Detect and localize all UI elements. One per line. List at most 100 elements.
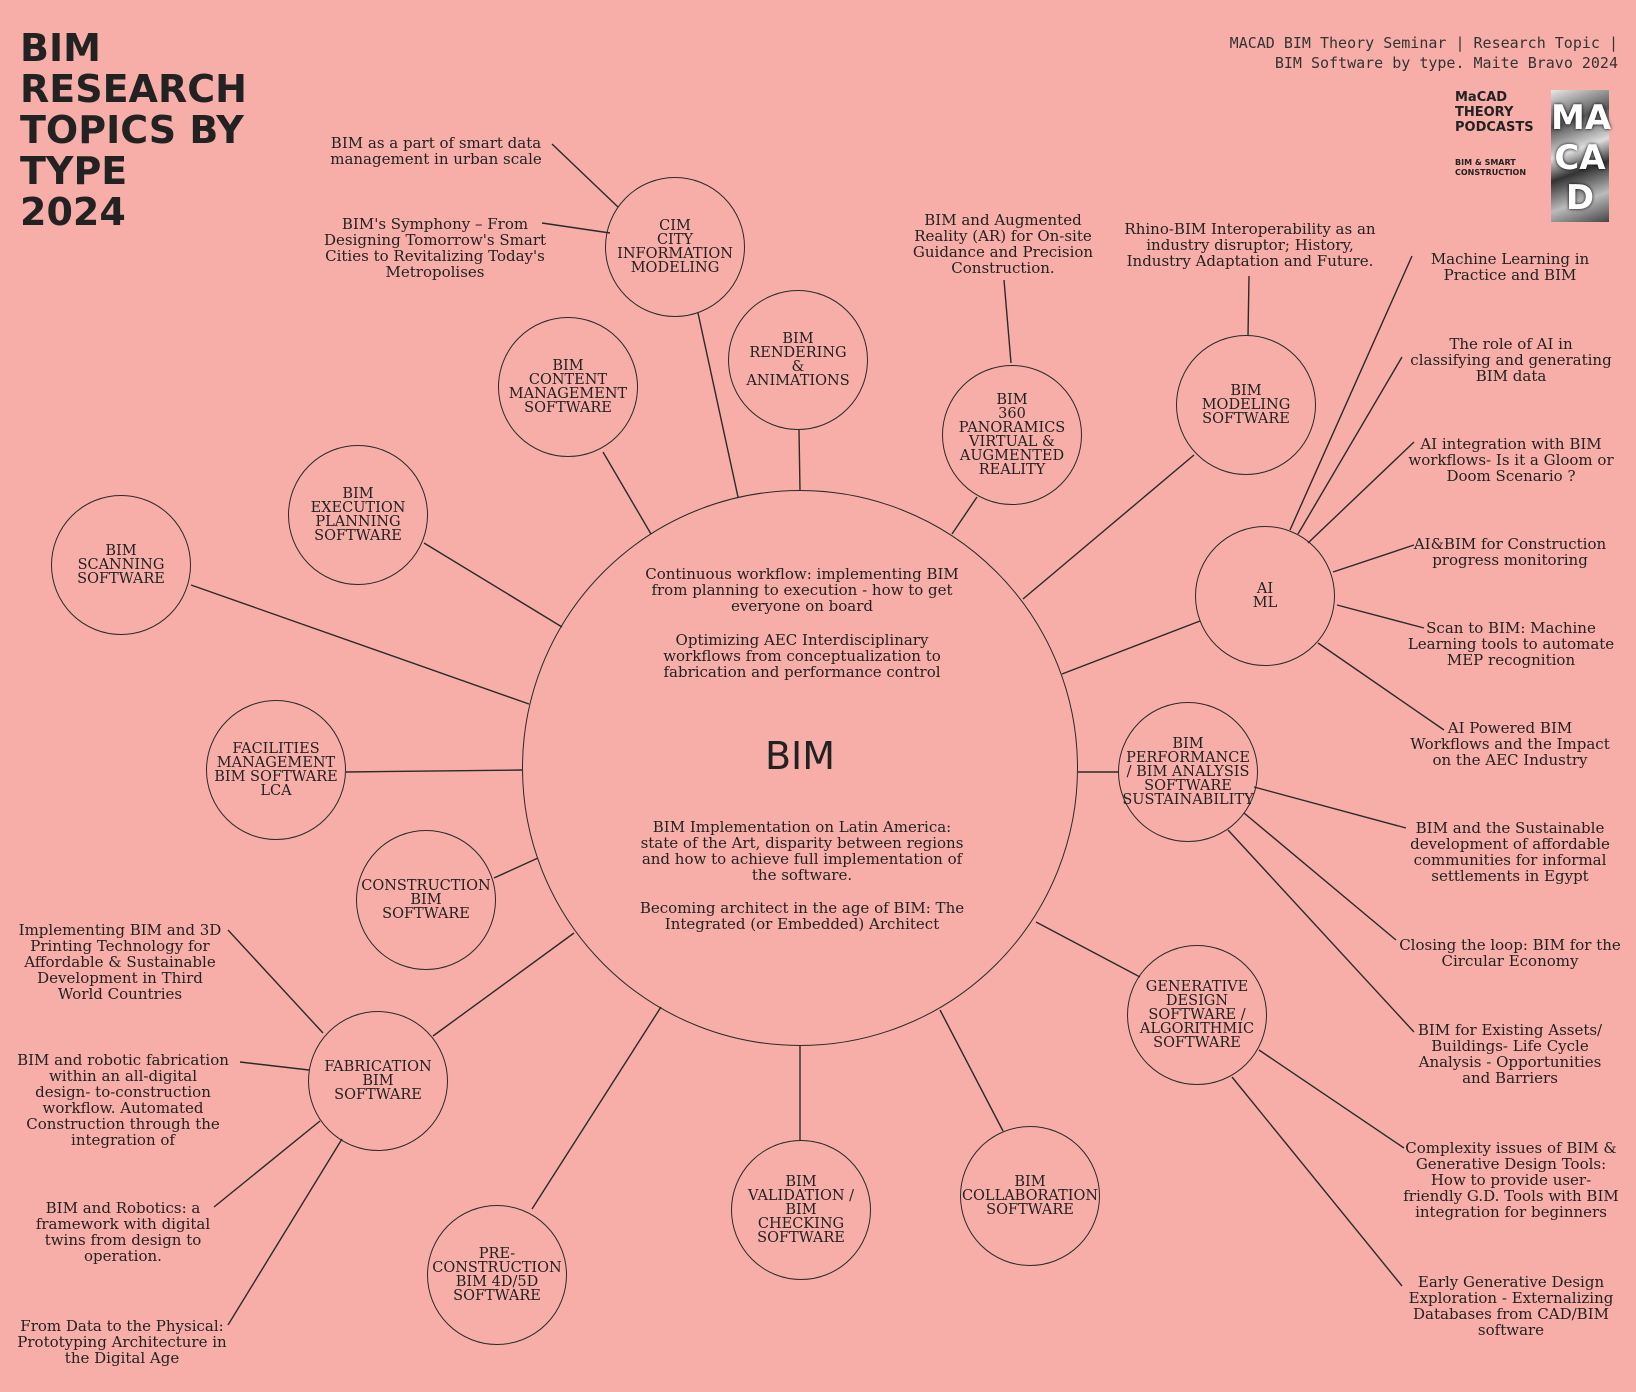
link-center-panoramics	[951, 496, 978, 535]
link-center-modeling	[1022, 454, 1195, 600]
topic-line: Learning tools to automate	[1407, 635, 1615, 653]
topic-line: workflows- Is it a Gloom or	[1408, 451, 1614, 469]
topic-line: How to provide user-	[1430, 1171, 1592, 1189]
link-center-aiml	[1061, 620, 1201, 675]
topic-generative-complexity: Complexity issues of BIM & Generative De…	[1396, 1140, 1626, 1220]
topic-ai-powered-workflows: AI Powered BIM Workflows and the Impact …	[1400, 720, 1620, 768]
center-title: BIM	[764, 734, 836, 778]
node-label-line: EXECUTION	[310, 500, 406, 516]
topic-line: Databases from CAD/BIM	[1413, 1305, 1609, 1323]
topic-line: twins from design to	[44, 1231, 202, 1249]
topic-line: workflows from conceptualization to	[663, 647, 941, 665]
link-performance-topic3	[1227, 829, 1415, 1033]
link-aiml-topic6	[1317, 642, 1445, 731]
node-generative-design: GENERATIVE DESIGN SOFTWARE / ALGORITHMIC…	[1127, 945, 1267, 1085]
node-label-line: BIM	[1014, 1174, 1046, 1190]
topic-line: Practice and BIM	[1443, 266, 1577, 284]
link-center-facilities	[345, 769, 523, 773]
topic-line: everyone on board	[730, 597, 874, 615]
node-preconstruction: PRE- CONSTRUCTION BIM 4D/5D SOFTWARE	[427, 1205, 567, 1345]
topic-cim-symphony: BIM's Symphony – From Designing Tomorrow…	[310, 216, 560, 280]
topic-line: Construction through the	[26, 1115, 220, 1133]
link-center-rendering	[798, 429, 801, 492]
node-label-line: SOFTWARE	[314, 528, 402, 544]
link-fabrication-topic4	[227, 1138, 343, 1326]
link-generative-topic1	[1258, 1049, 1405, 1149]
topic-line: management in urban scale	[330, 150, 542, 168]
node-label-line: FACILITIES	[232, 741, 320, 757]
link-generative-topic2	[1231, 1076, 1403, 1287]
topic-line: friendly G.D. Tools with BIM	[1403, 1187, 1619, 1205]
topic-line: Optimizing AEC Interdisciplinary	[675, 631, 929, 649]
topic-line: BIM for Existing Assets/	[1417, 1021, 1603, 1039]
topic-line: AI integration with BIM	[1420, 435, 1602, 453]
node-label-line: AUGMENTED	[959, 448, 1065, 464]
link-cim-topic1	[551, 143, 619, 208]
node-label-line: SOFTWARE	[382, 906, 470, 922]
node-label-line: 360	[998, 406, 1026, 422]
topic-line: Closing the loop: BIM for the	[1399, 936, 1621, 954]
node-label-line: FABRICATION	[324, 1059, 432, 1075]
node-label-line: BIM	[552, 358, 584, 374]
node-fabrication: FABRICATION BIM SOFTWARE	[308, 1011, 448, 1151]
node-label-line: MODELING	[1201, 397, 1291, 413]
topic-line: Printing Technology for	[30, 937, 210, 955]
topic-line: Development in Third	[37, 969, 203, 987]
link-cim-topic2	[541, 222, 611, 234]
topic-line: BIM and the Sustainable	[1415, 819, 1605, 837]
topic-line: operation.	[84, 1247, 162, 1265]
topic-robotics-digital-twins: BIM and Robotics: a framework with digit…	[28, 1200, 218, 1264]
topic-line: on the AEC Industry	[1432, 751, 1588, 769]
topic-line: World Countries	[57, 985, 183, 1003]
center-topic-optimizing-aec: Optimizing AEC Interdisciplinary workflo…	[612, 632, 992, 680]
topic-line: AI&BIM for Construction	[1413, 535, 1607, 553]
node-label-line: BIM	[362, 1073, 394, 1089]
node-facilities-management: FACILITIES MANAGEMENT BIM SOFTWARE LCA	[206, 700, 346, 840]
node-panoramics: BIM 360 PANORAMICS VIRTUAL & AUGMENTED R…	[942, 365, 1082, 505]
topic-line: and Barriers	[1462, 1069, 1558, 1087]
node-ai-ml: AI ML	[1195, 526, 1335, 666]
link-aiml-topic1	[1289, 255, 1413, 531]
link-center-content	[602, 451, 652, 535]
title-line: TYPE	[20, 149, 128, 193]
topic-scan-to-bim: Scan to BIM: Machine Learning tools to a…	[1396, 620, 1626, 668]
node-label-line: BIM	[1172, 736, 1204, 752]
link-center-construction	[493, 857, 539, 879]
node-performance: BIM PERFORMANCE / BIM ANALYSIS SOFTWARE …	[1118, 702, 1258, 842]
node-label-line: SOFTWARE	[986, 1202, 1074, 1218]
subtitle-line: MACAD BIM Theory Seminar | Research Topi…	[1229, 34, 1618, 52]
link-center-scanning	[190, 584, 530, 705]
node-rendering: BIM RENDERING & ANIMATIONS	[728, 290, 868, 430]
link-center-preconstruction	[531, 1006, 662, 1210]
node-scanning: BIM SCANNING SOFTWARE	[51, 495, 191, 635]
topic-line: within an all-digital	[48, 1067, 198, 1085]
title-line: 2024	[20, 190, 126, 234]
topic-circular-economy: Closing the loop: BIM for the Circular E…	[1390, 937, 1630, 969]
node-modeling: BIM MODELING SOFTWARE	[1176, 335, 1316, 475]
node-label-line: CITY	[656, 232, 694, 248]
node-label-line: LCA	[260, 783, 292, 799]
topic-ai-classifying: The role of AI in classifying and genera…	[1396, 336, 1626, 384]
logo-sub-line: CONSTRUCTION	[1455, 168, 1527, 177]
link-performance-topic1	[1253, 786, 1407, 829]
node-label-line: SOFTWARE	[524, 400, 612, 416]
link-center-fabrication	[432, 932, 575, 1037]
node-label-line: PLANNING	[315, 514, 401, 530]
link-aiml-topic5	[1336, 604, 1425, 629]
logo-sub-line: BIM & SMART	[1455, 158, 1516, 167]
node-label-line: VIRTUAL &	[969, 434, 1055, 450]
topic-line: Doom Scenario ?	[1446, 467, 1576, 485]
node-label-line: BIM 4D/5D	[455, 1274, 539, 1290]
logo-mark: MA CA D	[1551, 90, 1611, 222]
topic-line: state of the Art, disparity between regi…	[640, 834, 964, 852]
node-label-line: / BIM ANALYSIS	[1126, 764, 1250, 780]
topic-augmented-reality: BIM and Augmented Reality (AR) for On-si…	[898, 212, 1108, 276]
topic-line: Industry Adaptation and Future.	[1126, 252, 1374, 270]
link-center-cim	[697, 312, 739, 498]
link-fabrication-topic2	[239, 1061, 310, 1071]
topic-line: The role of AI in	[1449, 335, 1573, 353]
topic-line: Exploration - Externalizing	[1408, 1289, 1614, 1307]
topic-line: Complexity issues of BIM &	[1405, 1139, 1617, 1157]
link-aiml-topic2	[1297, 356, 1403, 535]
